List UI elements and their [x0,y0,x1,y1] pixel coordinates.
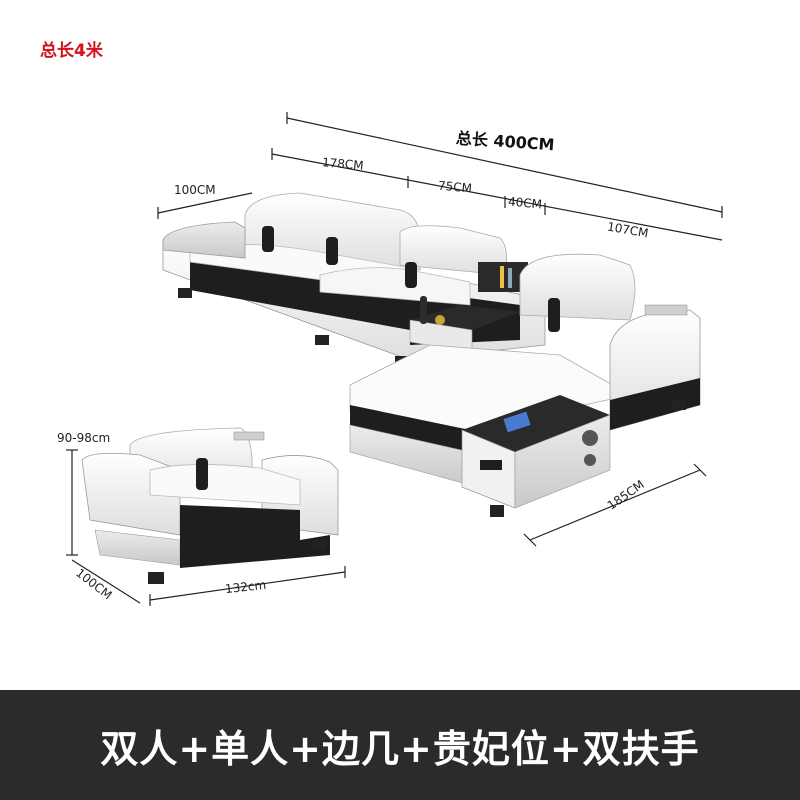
dimension-label-depth-main: 100CM [174,183,216,197]
single-sofa [81,427,339,584]
sofa-illustration [66,112,723,606]
total-length-tag: 总长4米 [40,41,103,61]
dimension-label-75: 75CM [437,178,473,196]
dimension-label-40: 40CM [507,194,543,212]
dimension-lines [66,112,723,606]
dimension-label-height-single: 90-98cm [57,431,111,445]
caption-bar: 双人+单人+边几+贵妃位+双扶手 [0,690,800,800]
chaise-section [349,253,701,517]
side-table [409,262,528,353]
caption-text: 双人+单人+边几+贵妃位+双扶手 [100,726,700,771]
